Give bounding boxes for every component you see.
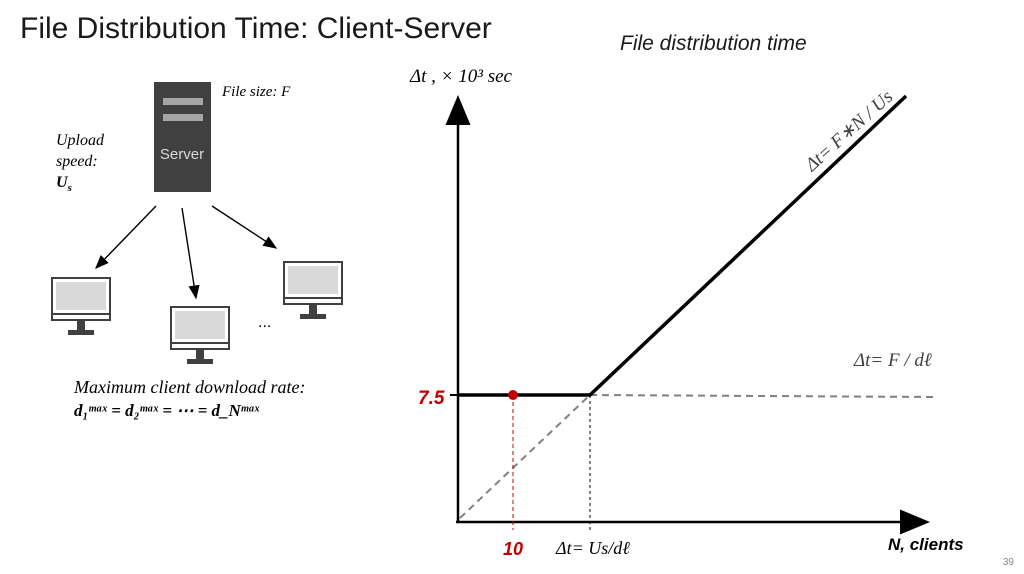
- y-axis-label: Δt , × 10³ sec: [409, 66, 513, 87]
- page-number: 39: [1002, 557, 1014, 568]
- ellipsis: ...: [258, 314, 272, 331]
- upload-bound-annotation: Δt= F∗N / Us: [801, 86, 898, 176]
- client-monitor-icon: [51, 277, 111, 335]
- highlight-point: [508, 390, 518, 400]
- client-monitor-icon: [170, 306, 230, 364]
- arrow-to-client-3: [211, 205, 278, 249]
- download-bound-diagonal: [459, 394, 591, 519]
- network-diagram: Server: [51, 82, 343, 364]
- max-rate-label: Maximum client download rate:: [74, 377, 306, 397]
- arrow-to-client-1: [95, 205, 157, 270]
- download-bound-line: [589, 394, 936, 398]
- slide-title: File Distribution Time: Client-Server: [20, 12, 492, 45]
- upload-symbol-main: U: [56, 174, 68, 191]
- download-bound-annotation: Δt= F / dℓ: [853, 350, 932, 371]
- client-monitor-icon: [283, 261, 343, 319]
- max-rate-equation: d₁ᵐᵃˣ = d₂ᵐᵃˣ = ⋯ = d_Nᵐᵃˣ: [74, 401, 260, 420]
- x-tick-label-10: 10: [503, 539, 523, 559]
- upload-label-line2: speed:: [56, 153, 98, 170]
- distribution-chart: Δt , × 10³ sec 7.5 10 Δt= Us/dℓ N, clien…: [409, 66, 964, 559]
- y-tick-label: 7.5: [418, 388, 445, 409]
- arrow-to-client-2: [181, 207, 200, 300]
- file-size-label: File size: F: [222, 84, 291, 100]
- upload-speed-label: Upload speed: Us: [56, 130, 104, 199]
- server-label: Server: [160, 146, 204, 163]
- chart-title: File distribution time: [620, 32, 807, 55]
- x-tick-label-crossover: Δt= Us/dℓ: [555, 538, 630, 558]
- server-icon: Server: [154, 82, 211, 192]
- upload-symbol: Us: [56, 172, 104, 199]
- x-axis-label: N, clients: [888, 535, 964, 554]
- upload-symbol-sub: s: [67, 182, 72, 195]
- upload-label-line1: Upload: [56, 132, 104, 149]
